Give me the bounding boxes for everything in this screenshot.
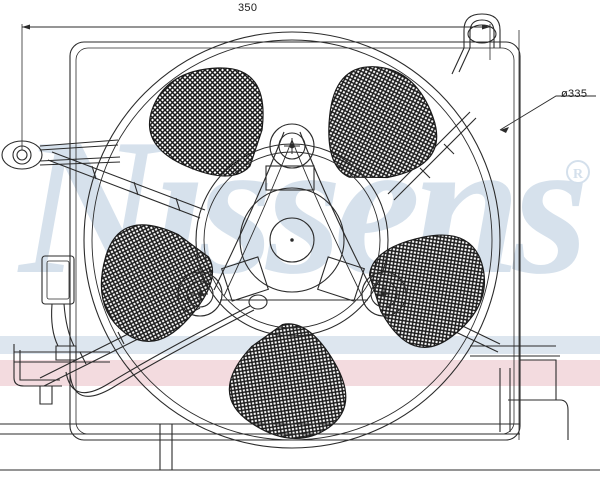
- dimension-label-335: ø335: [561, 88, 588, 100]
- fan-blade: [228, 323, 347, 439]
- side-rail-right: [470, 345, 560, 357]
- shroud-foot-lower-right: [0, 359, 569, 470]
- support-arm-upper-left: [47, 151, 206, 219]
- fan-blade: [328, 66, 438, 179]
- mounting-tab-top-right: [451, 13, 501, 75]
- dimension-label-350: 350: [238, 2, 258, 14]
- svg-text:R: R: [573, 167, 584, 182]
- dimension-leader-335: [499, 30, 596, 440]
- screw-boss: [361, 271, 407, 317]
- electrical-connector: [41, 255, 77, 361]
- hub-mount-tabs: [220, 165, 366, 302]
- fan-blade: [148, 67, 264, 177]
- mounting-eyelet-left: [1, 139, 121, 170]
- fan-blade: [368, 234, 486, 348]
- registered-trademark-icon: R: [566, 160, 590, 184]
- fan-shroud-ring: [83, 31, 501, 449]
- screw-boss: [177, 271, 223, 317]
- wiring-harness: [65, 294, 268, 397]
- screw-boss: [269, 123, 315, 169]
- shroud-foot-lower-left: [13, 344, 110, 405]
- fan-blades: [100, 66, 486, 439]
